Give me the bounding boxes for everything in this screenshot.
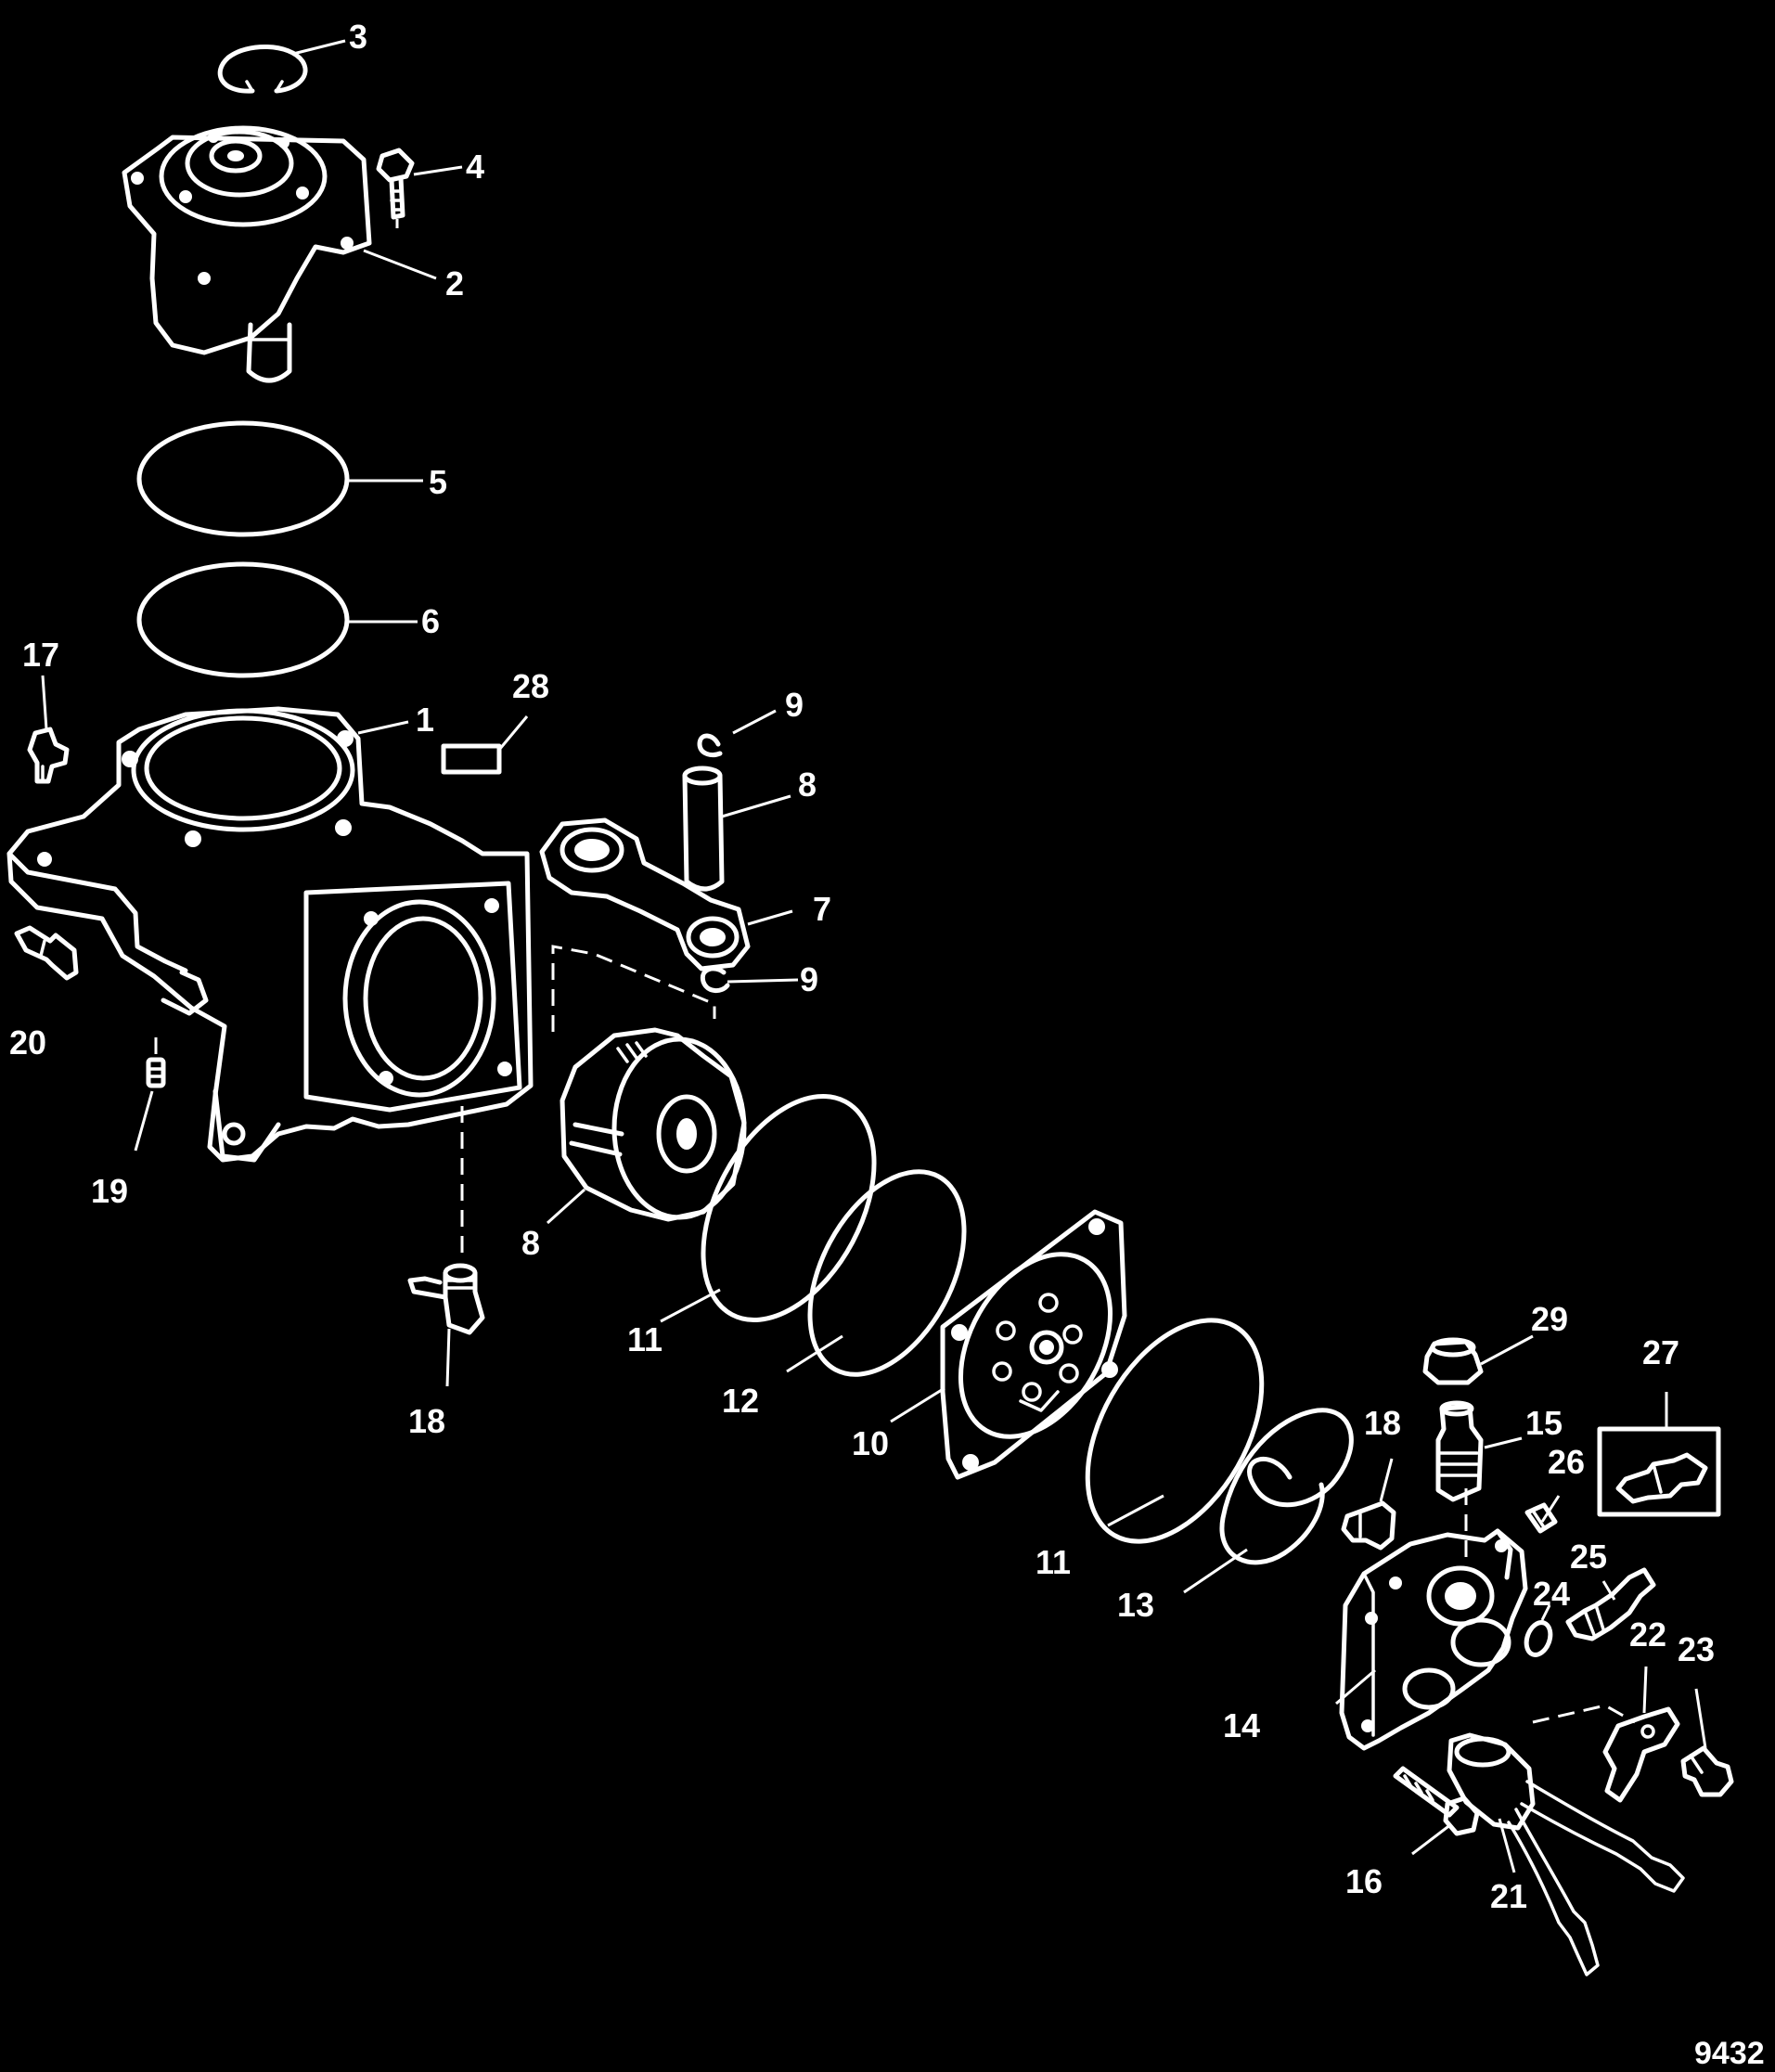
part-cylinder-head bbox=[940, 1209, 1127, 1480]
part-screw-4 bbox=[376, 148, 415, 228]
callout-3: 3 bbox=[349, 18, 367, 56]
callout-24: 24 bbox=[1533, 1575, 1570, 1613]
figure-number: 9432 bbox=[1694, 2036, 1765, 2071]
callout-28: 28 bbox=[512, 667, 549, 705]
part-retaining-ring-9b bbox=[700, 966, 730, 993]
part-retaining-ring-9a bbox=[697, 733, 723, 758]
part-cap-29 bbox=[1422, 1337, 1484, 1385]
callout-labels: 3 4 2 5 6 17 1 28 9 8 7 9 20 19 8 11 12 … bbox=[9, 18, 1715, 1915]
callout-23: 23 bbox=[1678, 1630, 1715, 1668]
part-main-housing bbox=[6, 706, 534, 1163]
callout-17: 17 bbox=[22, 636, 59, 674]
part-elbow-fitting-18b bbox=[1341, 1500, 1396, 1551]
part-o-ring-5 bbox=[136, 420, 350, 537]
callout-10: 10 bbox=[852, 1424, 889, 1462]
part-o-ring-6 bbox=[136, 561, 350, 678]
callout-27: 27 bbox=[1642, 1333, 1679, 1371]
part-body-14 bbox=[1339, 1528, 1528, 1751]
part-piston bbox=[560, 1027, 747, 1222]
callout-21: 21 bbox=[1490, 1877, 1527, 1915]
part-o-ring-24 bbox=[1524, 1620, 1553, 1657]
part-snap-ring bbox=[217, 45, 308, 94]
callout-2: 2 bbox=[445, 264, 464, 302]
callout-18-right: 18 bbox=[1364, 1404, 1401, 1442]
callout-5: 5 bbox=[429, 463, 447, 501]
part-plug-19 bbox=[146, 1057, 166, 1088]
part-wrist-pin bbox=[682, 766, 725, 892]
callout-19: 19 bbox=[91, 1172, 128, 1210]
callout-8-piston: 8 bbox=[521, 1224, 540, 1262]
callout-26: 26 bbox=[1548, 1443, 1585, 1481]
callout-15: 15 bbox=[1525, 1404, 1563, 1442]
part-seal-12 bbox=[807, 1169, 967, 1377]
part-connecting-rod bbox=[539, 817, 751, 972]
callout-6: 6 bbox=[421, 602, 440, 640]
assembly-line-piston bbox=[551, 945, 716, 1032]
part-bolt-16 bbox=[1393, 1766, 1480, 1836]
callout-18-left: 18 bbox=[408, 1402, 445, 1440]
part-clamp-22 bbox=[1602, 1706, 1680, 1803]
callout-22: 22 bbox=[1629, 1615, 1666, 1654]
part-sensor-21 bbox=[1447, 1732, 1685, 1976]
part-fitting-20 bbox=[14, 925, 79, 981]
callout-16: 16 bbox=[1345, 1862, 1383, 1900]
part-fitting-25 bbox=[1565, 1567, 1656, 1641]
part-screw-23 bbox=[1680, 1745, 1734, 1797]
callout-4: 4 bbox=[466, 148, 484, 186]
callout-9-upper: 9 bbox=[785, 686, 804, 724]
callout-20: 20 bbox=[9, 1023, 46, 1062]
part-plug-26 bbox=[1524, 1502, 1558, 1534]
callout-13: 13 bbox=[1117, 1586, 1154, 1624]
callout-14: 14 bbox=[1223, 1706, 1260, 1744]
part-seal-11b bbox=[1085, 1318, 1265, 1544]
part-elbow-fitting-17 bbox=[27, 727, 70, 784]
callout-25: 25 bbox=[1570, 1538, 1607, 1576]
callout-7: 7 bbox=[813, 890, 831, 928]
part-fitting-15 bbox=[1435, 1400, 1484, 1502]
part-fitting-27-box bbox=[1597, 1426, 1721, 1517]
part-elbow-fitting-18a bbox=[407, 1263, 485, 1335]
assembly-line-22 bbox=[1532, 1704, 1636, 1724]
part-decal-28 bbox=[441, 743, 502, 775]
callout-29: 29 bbox=[1531, 1300, 1568, 1338]
leader-lines bbox=[41, 39, 1707, 1873]
callout-8-pin: 8 bbox=[798, 766, 817, 804]
callout-1: 1 bbox=[416, 701, 434, 739]
part-gasket-13 bbox=[1219, 1408, 1354, 1565]
callout-11-right: 11 bbox=[1035, 1543, 1071, 1581]
part-seal-11a bbox=[701, 1094, 877, 1322]
callout-11-left: 11 bbox=[627, 1320, 662, 1358]
part-top-cover bbox=[122, 125, 372, 383]
callout-9-lower: 9 bbox=[800, 960, 818, 998]
callout-12: 12 bbox=[722, 1382, 759, 1420]
